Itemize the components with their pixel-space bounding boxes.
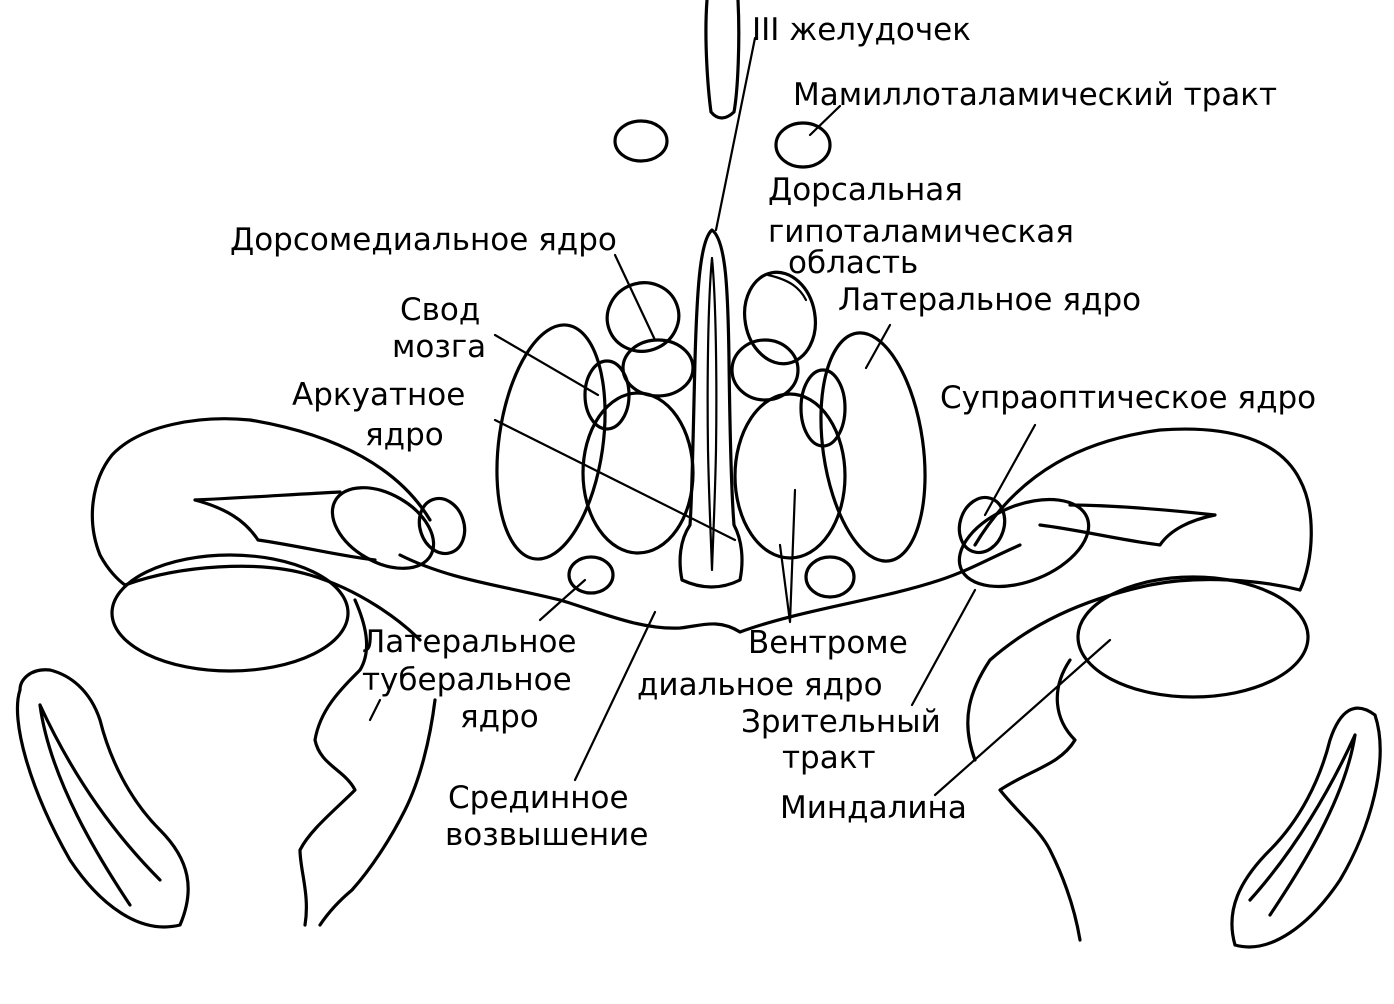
label-lateral-tuberal-2: туберальное — [362, 662, 572, 698]
label-fornix-2: мозга — [392, 329, 486, 365]
lateral-nucleus-right — [819, 331, 927, 563]
lateral-nucleus-left — [495, 323, 607, 561]
optic-chiasm-band-right — [1038, 503, 1217, 547]
third-ventricle-inner — [706, 256, 718, 572]
leader-median-eminence — [573, 610, 657, 782]
temporal-lobe-left-inner — [318, 698, 437, 927]
leader-lateral-tuberal-2 — [368, 698, 382, 722]
leader-mamillothalamic — [808, 104, 842, 137]
mamillothalamic-tract-left — [613, 119, 669, 163]
temporal-lobe-left-ridge — [123, 564, 422, 642]
label-dorsal-area-3: область — [788, 245, 918, 281]
label-lateral-tuberal-1: Латеральное — [362, 624, 577, 660]
leader-supraoptic — [983, 423, 1037, 517]
label-fornix-1: Свод — [400, 292, 480, 328]
label-mamillothalamic-tract: Мамиллоталамический тракт — [793, 77, 1277, 113]
leader-ventromedial — [778, 488, 797, 624]
label-arcuate-2: ядро — [365, 417, 444, 453]
fornix-left — [621, 338, 695, 398]
leader-amygdala — [933, 638, 1112, 797]
amygdala-right — [1076, 575, 1310, 699]
label-optic-tract-2: тракт — [782, 740, 876, 776]
label-median-eminence-2: возвышение — [445, 817, 648, 853]
temporal-lobe-left — [90, 417, 432, 587]
lateral-tuberal-right — [804, 555, 856, 599]
leader-lateral-tuberal — [538, 578, 587, 622]
label-lateral-nucleus: Латеральное ядро — [838, 282, 1141, 318]
leader-fornix — [493, 333, 600, 397]
third-ventricle — [678, 228, 744, 589]
label-dorsal-area-1: Дорсальная — [768, 172, 963, 208]
hypothalamus-base-contour — [398, 543, 1022, 634]
label-supraoptic-nucleus: Супраоптическое ядро — [940, 380, 1316, 416]
third-ventricle-top — [704, 0, 741, 120]
optic-chiasm-band-left — [193, 490, 377, 562]
leader-ventricle — [714, 36, 757, 232]
mamillothalamic-tract-right — [774, 121, 832, 169]
label-third-ventricle: III желудочек — [752, 12, 971, 48]
label-dorsomedial-nucleus: Дорсомедиальное ядро — [230, 222, 617, 258]
leader-arcuate — [493, 418, 737, 542]
label-ventromedial-2: диальное ядро — [637, 667, 883, 703]
leader-dorsal-area — [766, 273, 808, 302]
leader-optic-tract — [910, 588, 977, 707]
leader-dorsomedial — [613, 253, 657, 342]
temporal-lobe-right — [973, 427, 1313, 592]
gyrus-right-outer — [1230, 706, 1382, 949]
gyrus-left-outer — [15, 668, 190, 929]
amygdala-left — [110, 553, 350, 673]
label-amygdala: Миндалина — [780, 790, 967, 826]
fornix-right — [730, 338, 800, 402]
supraoptic-right — [957, 495, 1007, 555]
optic-tract-right — [957, 497, 1091, 589]
label-ventromedial-1: Вентроме — [748, 625, 908, 661]
temporal-lobe-right-lower — [998, 658, 1082, 942]
label-arcuate-1: Аркуатное — [292, 377, 465, 413]
label-median-eminence-1: Срединное — [448, 780, 629, 816]
label-optic-tract-1: Зрительный — [741, 704, 941, 740]
ventromedial-nucleus-left — [581, 391, 695, 555]
dorsal-hypothalamic-area — [743, 270, 817, 366]
gyrus-left-inner — [38, 703, 162, 907]
ventromedial-nucleus-right — [733, 392, 847, 560]
lateral-tuberal-left — [567, 555, 615, 595]
label-lateral-tuberal-3: ядро — [460, 699, 539, 735]
temporal-lobe-left-lower — [298, 598, 369, 927]
dorsomedial-nucleus-left — [605, 281, 681, 353]
label-dorsal-area-2: гипоталамическая — [768, 214, 1074, 250]
leader-lateral-nucleus-right — [864, 323, 892, 370]
gyrus-right-inner — [1248, 733, 1357, 917]
supraoptic-left — [417, 496, 467, 556]
temporal-lobe-right-ridge — [966, 577, 1302, 762]
